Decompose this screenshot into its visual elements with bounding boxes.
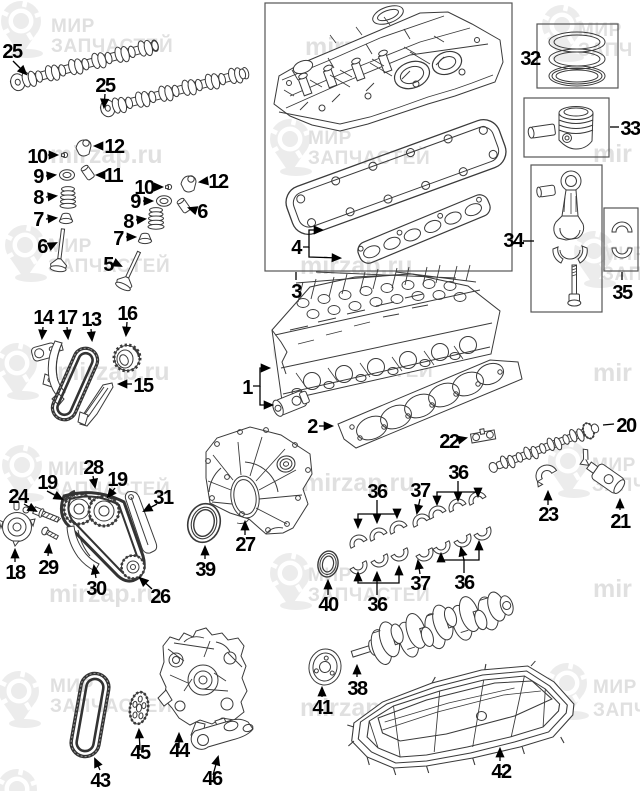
- svg-text:19: 19: [107, 469, 128, 491]
- svg-text:ЗАПЧАСТЕЙ: ЗАПЧАСТЕЙ: [308, 584, 430, 606]
- svg-text:9: 9: [33, 166, 44, 188]
- svg-text:МИР: МИР: [308, 565, 352, 586]
- svg-text:32: 32: [520, 48, 541, 70]
- svg-text:15: 15: [133, 375, 154, 397]
- svg-text:5: 5: [103, 254, 114, 276]
- svg-text:42: 42: [491, 761, 512, 783]
- svg-text:mir: mir: [593, 140, 632, 168]
- svg-text:40: 40: [318, 594, 339, 616]
- svg-text:13: 13: [81, 309, 102, 331]
- svg-text:mir: mir: [593, 575, 632, 603]
- svg-text:31: 31: [153, 487, 174, 509]
- svg-text:МИР: МИР: [51, 16, 95, 37]
- svg-text:11: 11: [104, 165, 124, 187]
- svg-text:mirzap.ru: mirzap.ru: [302, 469, 415, 497]
- svg-text:36: 36: [454, 572, 475, 594]
- svg-text:8: 8: [123, 211, 134, 233]
- svg-text:28: 28: [83, 457, 104, 479]
- svg-text:20: 20: [616, 415, 637, 437]
- svg-text:21: 21: [610, 511, 631, 533]
- svg-text:41: 41: [312, 697, 333, 719]
- svg-text:17: 17: [57, 307, 78, 329]
- svg-text:23: 23: [538, 504, 559, 526]
- svg-text:12: 12: [208, 171, 229, 193]
- svg-text:1: 1: [242, 377, 253, 399]
- svg-text:36: 36: [367, 481, 388, 503]
- svg-text:mir: mir: [593, 359, 632, 387]
- svg-text:25: 25: [2, 41, 23, 63]
- svg-text:2: 2: [307, 416, 318, 438]
- svg-text:МИР: МИР: [308, 128, 352, 149]
- svg-text:ЗАПЧ: ЗАПЧ: [578, 40, 633, 61]
- svg-text:44: 44: [169, 740, 191, 762]
- svg-text:34: 34: [503, 230, 525, 252]
- svg-text:39: 39: [195, 559, 216, 581]
- svg-text:МИР: МИР: [578, 20, 622, 41]
- svg-text:25: 25: [95, 75, 116, 97]
- svg-text:10: 10: [27, 146, 48, 168]
- svg-text:18: 18: [5, 562, 26, 584]
- svg-text:36: 36: [367, 594, 388, 616]
- svg-text:6: 6: [37, 236, 48, 258]
- svg-text:46: 46: [202, 768, 223, 790]
- svg-text:43: 43: [90, 770, 111, 791]
- svg-text:24: 24: [8, 486, 30, 508]
- svg-text:33: 33: [620, 118, 640, 140]
- svg-text:mirzap.ru: mirzap.ru: [50, 141, 163, 169]
- svg-text:38: 38: [347, 678, 368, 700]
- svg-text:37: 37: [410, 480, 431, 502]
- svg-text:35: 35: [612, 282, 633, 304]
- svg-text:29: 29: [38, 557, 59, 579]
- svg-text:37: 37: [410, 573, 431, 595]
- svg-text:36: 36: [448, 462, 469, 484]
- svg-text:ЗАПЧАСТЕЙ: ЗАПЧАСТЕЙ: [308, 147, 430, 169]
- svg-text:22: 22: [439, 431, 460, 453]
- svg-text:45: 45: [130, 742, 151, 764]
- svg-text:14: 14: [33, 307, 55, 329]
- svg-text:ЗАПЧ: ЗАПЧ: [593, 700, 640, 721]
- svg-text:16: 16: [117, 303, 138, 325]
- svg-text:ЗАПЧ: ЗАПЧ: [602, 264, 640, 285]
- svg-text:7: 7: [33, 209, 44, 231]
- svg-text:10: 10: [134, 177, 155, 199]
- svg-text:7: 7: [113, 228, 124, 250]
- svg-text:30: 30: [86, 578, 107, 600]
- svg-text:3: 3: [291, 281, 302, 303]
- svg-text:9: 9: [130, 191, 141, 213]
- svg-text:МИР: МИР: [48, 236, 92, 257]
- svg-text:МИР: МИР: [48, 459, 92, 480]
- svg-text:27: 27: [235, 534, 256, 556]
- svg-text:МИР: МИР: [593, 677, 637, 698]
- svg-text:19: 19: [37, 472, 58, 494]
- svg-text:8: 8: [33, 187, 44, 209]
- svg-text:12: 12: [104, 136, 125, 158]
- svg-text:ЗАПЧАСТЕЙ: ЗАПЧАСТЕЙ: [50, 695, 172, 717]
- svg-text:26: 26: [150, 586, 171, 608]
- svg-text:ЗАПЧАСТЕЙ: ЗАПЧАСТЕЙ: [48, 255, 170, 277]
- svg-text:6: 6: [197, 201, 208, 223]
